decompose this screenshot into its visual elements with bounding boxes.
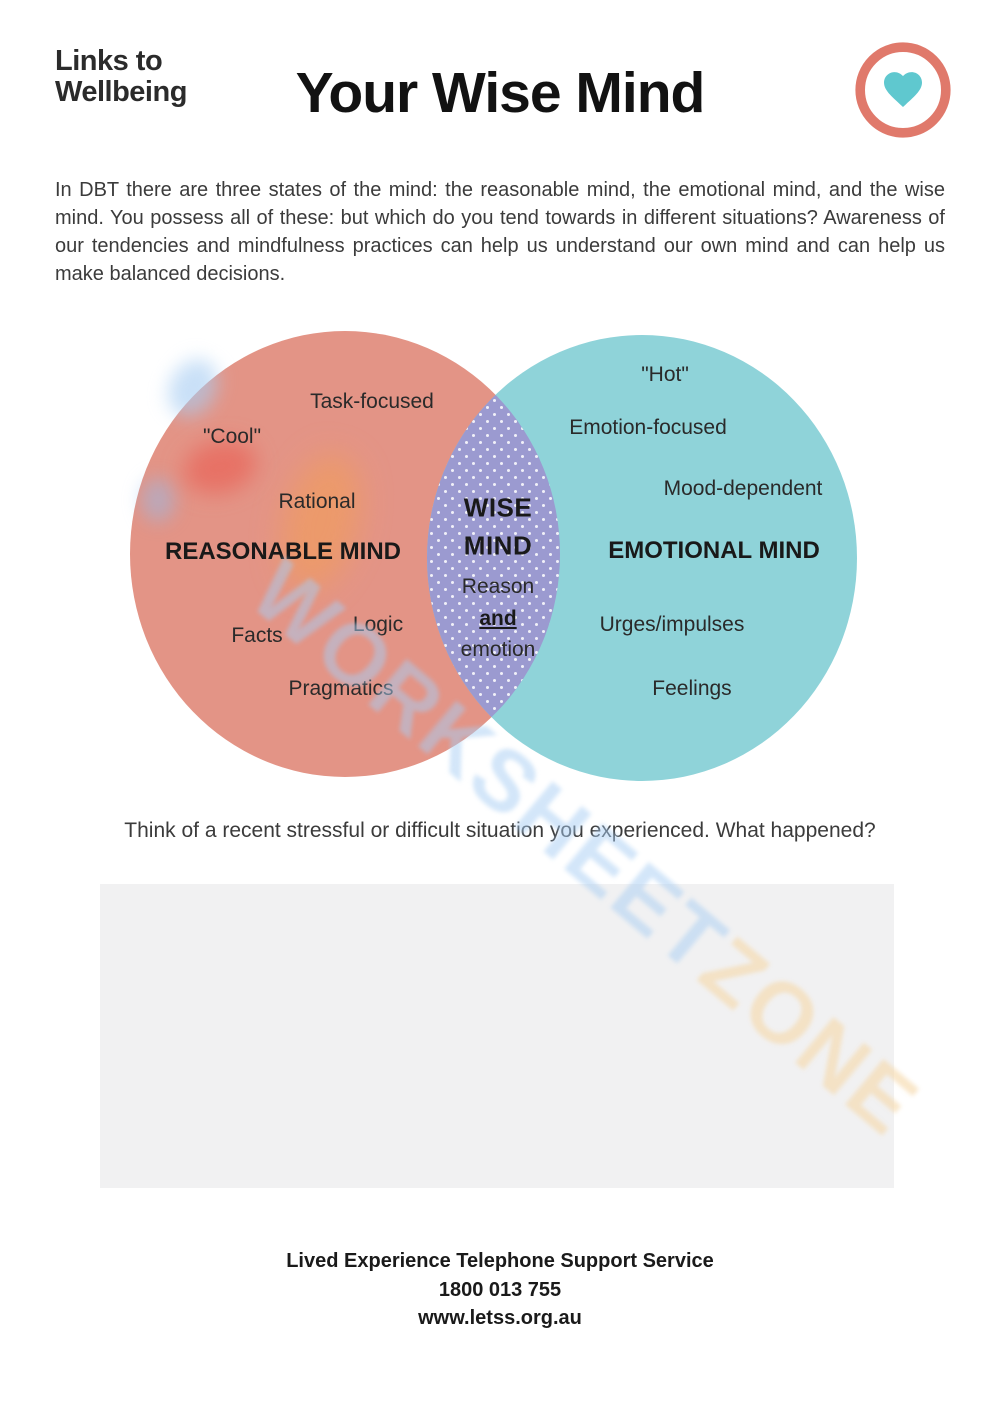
- label-hot: "Hot": [641, 363, 689, 386]
- heart-icon: [884, 72, 922, 107]
- label-mood-dependent: Mood-dependent: [663, 477, 823, 500]
- page-title: Your Wise Mind: [295, 61, 706, 125]
- brand-logo-line2: Wellbeing: [55, 76, 187, 108]
- label-emotion: emotion: [460, 638, 536, 661]
- label-wise: WISE: [463, 492, 533, 523]
- intro-paragraph: In DBT there are three states of the min…: [55, 179, 945, 285]
- label-mind: MIND: [463, 530, 533, 561]
- label-reason: Reason: [461, 575, 535, 598]
- footer: Lived Experience Telephone Support Servi…: [0, 1247, 1000, 1333]
- answer-box[interactable]: [100, 884, 894, 1188]
- label-emotional-mind: EMOTIONAL MIND: [608, 537, 820, 564]
- label-pragmatics: Pragmatics: [288, 677, 394, 700]
- label-urges: Urges/impulses: [599, 613, 745, 636]
- label-cool: "Cool": [202, 425, 262, 448]
- label-emotion-focused: Emotion-focused: [569, 416, 727, 439]
- label-logic: Logic: [352, 613, 404, 636]
- footer-website: www.letss.org.au: [418, 1307, 582, 1329]
- label-feelings: Feelings: [652, 677, 732, 700]
- label-rational: Rational: [278, 490, 356, 513]
- heart-badge-icon: [855, 42, 951, 138]
- label-and: and: [479, 607, 517, 630]
- brand-logo: Links to Wellbeing: [55, 46, 187, 108]
- brand-logo-line1: Links to: [55, 45, 163, 77]
- footer-service-name: Lived Experience Telephone Support Servi…: [286, 1250, 714, 1272]
- emotional-mind-circle: [427, 335, 857, 781]
- prompt-text: Think of a recent stressful or difficult…: [124, 819, 876, 842]
- label-facts: Facts: [231, 624, 283, 647]
- footer-phone-number: 1800 013 755: [438, 1278, 562, 1301]
- label-task-focused: Task-focused: [310, 390, 434, 413]
- label-reasonable-mind: REASONABLE MIND: [164, 538, 402, 565]
